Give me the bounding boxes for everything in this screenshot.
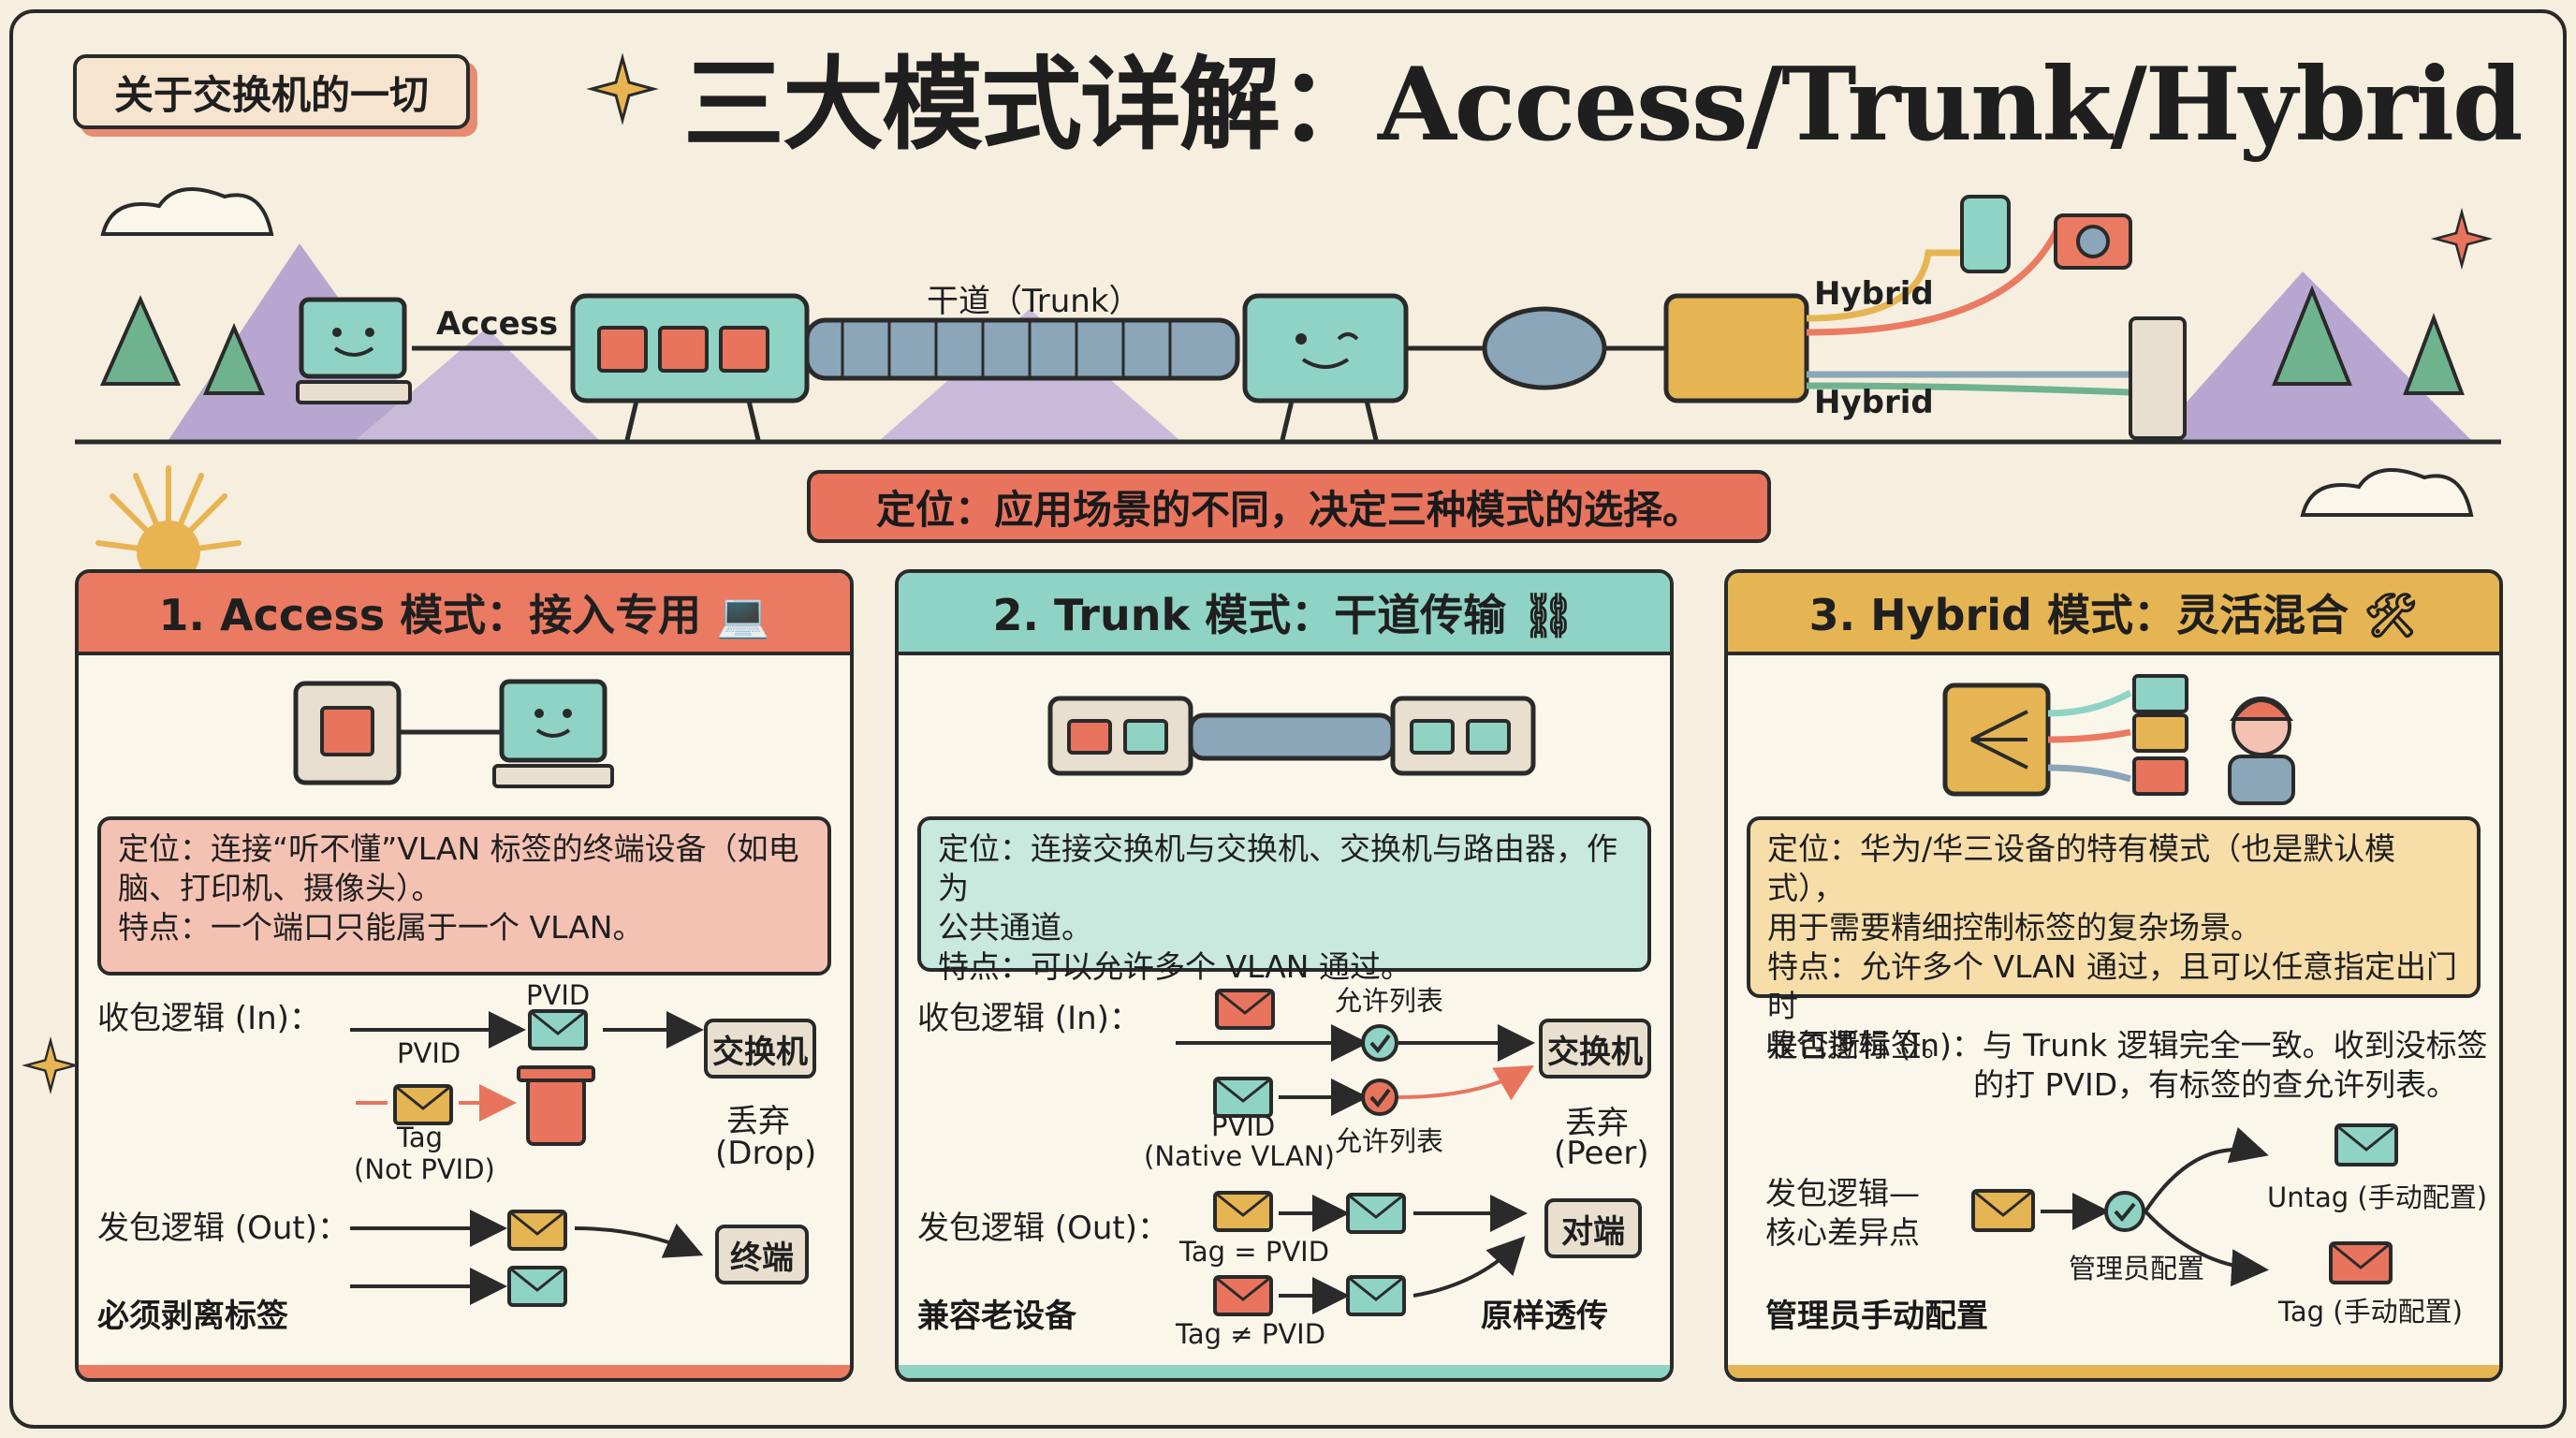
hybrid-note-line: 特点：允许多个 VLAN 通过，且可以任意指定出门时 (1767, 948, 2457, 1024)
access-note-line: 脑、打印机、摄像头）。 (118, 870, 443, 906)
page-frame (9, 9, 2567, 1429)
access-link-label: Access (436, 305, 559, 343)
trunk-allow-list-top: 允许列表 (1335, 985, 1444, 1017)
hybrid-out-line-2: 核心差异点 (1765, 1214, 1920, 1251)
hybrid-bottom-bar (1728, 1365, 2499, 1378)
access-pvid-top: PVID (526, 979, 591, 1011)
header-tag: 关于交换机的一切 (73, 54, 470, 129)
trunk-peer-box: 对端 (1544, 1198, 1642, 1258)
trunk-peer-en: (Peer) (1554, 1135, 1649, 1172)
access-in-label: 收包逻辑 (In)： (97, 1000, 321, 1037)
access-mode-panel: 1. Access 模式：接入专用 💻 定位：连接“听不懂”VLAN 标签的终端… (75, 569, 854, 1382)
page-title: 三大模式详解：Access/Trunk/Hybrid (683, 46, 2524, 164)
trunk-bottom-bar (899, 1365, 1670, 1378)
hybrid-in-line-2: 的打 PVID，有标签的查允许列表。 (1973, 1066, 2458, 1103)
hybrid-switch-icon (1942, 674, 2295, 805)
trunk-note-line: 公共通道。 (938, 909, 1092, 946)
access-note: 定位：连接“听不懂”VLAN 标签的终端设备（如电 脑、打印机、摄像头）。 特点… (97, 816, 831, 976)
access-not-pvid: (Not PVID) (354, 1153, 495, 1185)
access-bottom-bar (79, 1365, 850, 1378)
access-tag-label: Tag (397, 1122, 444, 1153)
access-drop-label: 丢弃 (726, 1103, 790, 1140)
hybrid-panel-title: 3. Hybrid 模式：灵活混合 🛠 (1728, 573, 2499, 655)
hybrid-out-flow (1971, 1123, 2398, 1287)
hybrid-tag-label: Tag (手动配置) (2278, 1296, 2463, 1328)
trunk-panel-title: 2. Trunk 模式：干道传输 ⛓ (899, 573, 1670, 655)
sun-icon (95, 465, 242, 584)
access-pvid-small: PVID (397, 1037, 461, 1069)
hybrid-in-line-1: 收包逻辑 (In)：与 Trunk 逻辑完全一致。收到没标签 (1765, 1027, 2488, 1064)
sparkle-icon (586, 52, 659, 125)
access-in-flow (350, 1009, 704, 1307)
hybrid-note: 定位：华为/华三设备的特有模式（也是默认模式）， 用于需要精细控制标签的复杂场景… (1747, 816, 2481, 1064)
access-devices-icon (293, 679, 614, 788)
hybrid-mode-panel: 3. Hybrid 模式：灵活混合 🛠 定位：华为/华三设备的特有模式（也是默认… (1724, 569, 2503, 1382)
trunk-native-vlan: (Native VLAN) (1144, 1140, 1335, 1172)
trunk-caption-left: 兼容老设备 (917, 1298, 1076, 1335)
hybrid-admin-config: 管理员配置 (2069, 1253, 2205, 1284)
access-panel-title: 1. Access 模式：接入专用 💻 (79, 573, 850, 655)
trunk-note-line: 特点：可以允许多个 VLAN 通过。 (938, 948, 1412, 985)
hybrid-link-label-top: Hybrid (1814, 275, 1934, 313)
access-note-line: 特点：一个端口只能属于一个 VLAN。 (118, 909, 644, 946)
trunk-link-icon (1047, 696, 1536, 776)
hybrid-link-label-bottom: Hybrid (1814, 384, 1934, 421)
hybrid-caption: 管理员手动配置 (1765, 1298, 1988, 1335)
trunk-flow (1176, 989, 1535, 1316)
access-note-line: 定位：连接“听不懂”VLAN 标签的终端设备（如电 (118, 830, 799, 867)
trunk-tag-eq: Tag = PVID (1179, 1236, 1330, 1268)
access-caption: 必须剥离标签 (97, 1298, 288, 1335)
trunk-tag-ne: Tag ≠ PVID (1176, 1318, 1326, 1350)
access-out-label: 发包逻辑 (Out)： (97, 1210, 349, 1247)
access-switch-box: 交换机 (704, 1019, 816, 1078)
trunk-in-label: 收包逻辑 (In)： (917, 1000, 1141, 1037)
trunk-switch-box: 交换机 (1539, 1019, 1651, 1078)
trunk-link-label: 干道（Trunk） (927, 283, 1141, 320)
hybrid-untag-label: Untag (手动配置) (2267, 1181, 2488, 1213)
trunk-caption-right: 原样透传 (1481, 1298, 1608, 1335)
hybrid-note-line: 用于需要精细控制标签的复杂场景。 (1767, 909, 2261, 946)
trunk-mode-panel: 2. Trunk 模式：干道传输 ⛓ 定位：连接交换机与交换机、交换机与路由器，… (895, 569, 1674, 1382)
trunk-drop-label: 丢弃 (1565, 1105, 1629, 1142)
trunk-out-label: 发包逻辑 (Out)： (917, 1210, 1169, 1247)
access-terminal-box: 终端 (715, 1225, 809, 1284)
positioning-banner: 定位：应用场景的不同，决定三种模式的选择。 (807, 470, 1771, 543)
trunk-note-line: 定位：连接交换机与交换机、交换机与路由器，作为 (938, 830, 1617, 906)
hybrid-note-line: 定位：华为/华三设备的特有模式（也是默认模式）， (1767, 830, 2396, 906)
trunk-allow-list-bottom: 允许列表 (1335, 1125, 1444, 1157)
trunk-note: 定位：连接交换机与交换机、交换机与路由器，作为 公共通道。 特点：可以允许多个 … (917, 816, 1651, 985)
sparkle-icon (21, 1035, 80, 1095)
topology-diagram (75, 187, 2501, 517)
access-drop-en: (Drop) (715, 1135, 817, 1172)
hybrid-out-line-1: 发包逻辑— (1765, 1175, 1920, 1211)
hybrid-note-line: 是否撕标签。 (1767, 1027, 1953, 1064)
sparkle-icon (2430, 207, 2494, 271)
